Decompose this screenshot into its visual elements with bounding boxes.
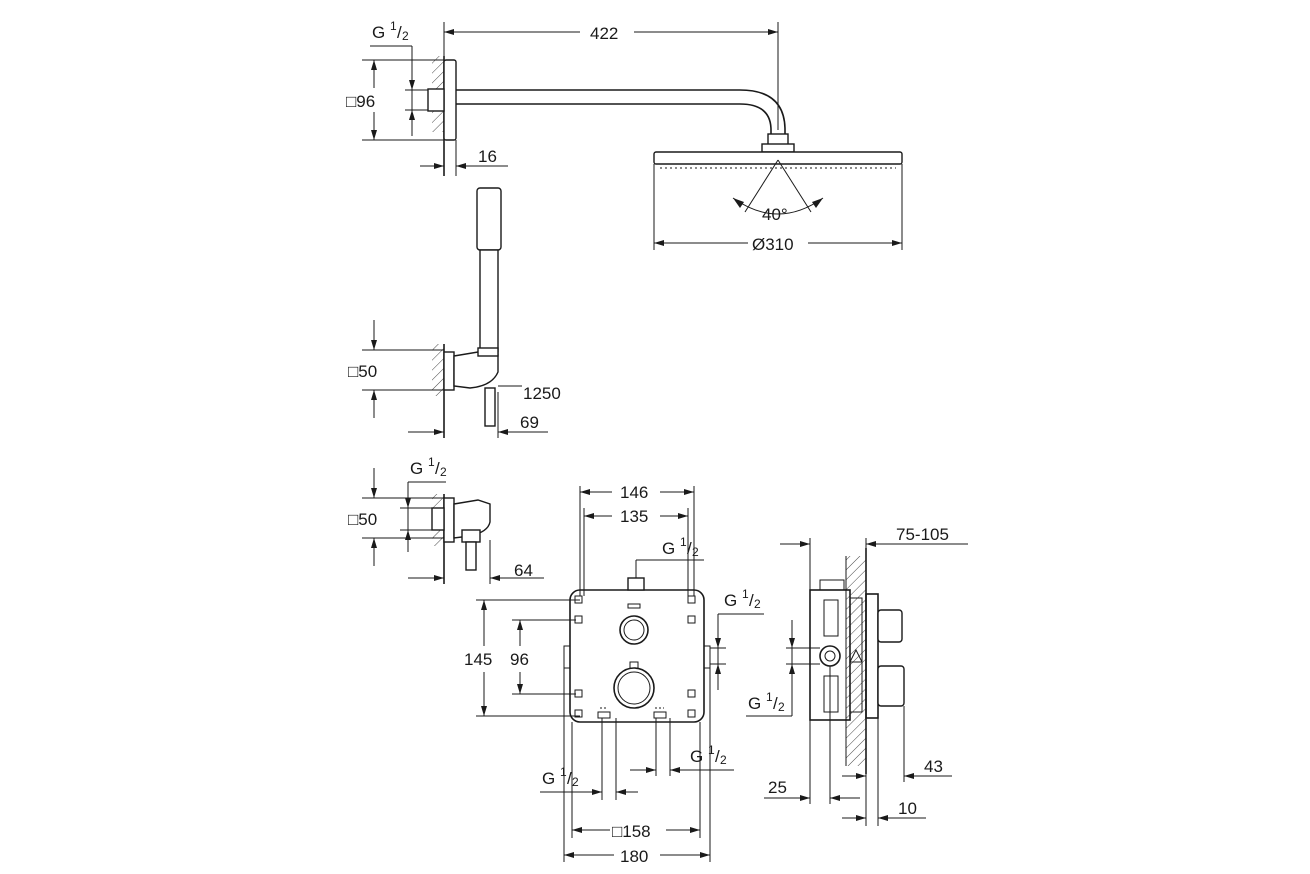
svg-text:/: /	[397, 23, 402, 42]
svg-text:G: G	[724, 591, 737, 610]
height-inner-label: 96	[510, 650, 529, 669]
height-outer-label: 145	[464, 650, 492, 669]
wall-hatch	[432, 344, 444, 396]
svg-text:1: 1	[708, 743, 715, 757]
handle-projection-label: 43	[924, 757, 943, 776]
svg-text:2: 2	[440, 465, 447, 479]
top-outlet	[627, 577, 645, 591]
valve-body	[569, 589, 705, 723]
svg-text:G: G	[690, 747, 703, 766]
thread-label: G	[372, 23, 385, 42]
svg-text:2: 2	[692, 545, 699, 559]
plate-thickness-label: 10	[898, 799, 917, 818]
outlet-nozzle	[461, 529, 481, 543]
flange-square-label: □96	[346, 92, 375, 111]
wall-offset-label: 16	[478, 147, 497, 166]
thermostat-dial	[613, 667, 655, 709]
width-outer-label: 146	[620, 483, 648, 502]
width-inner-label: 135	[620, 507, 648, 526]
svg-text:2: 2	[572, 775, 579, 789]
plate-width-label: 180	[620, 847, 648, 866]
svg-text:1: 1	[390, 19, 397, 33]
svg-text:G: G	[542, 769, 555, 788]
hand-shower-view: □50 1250 69	[348, 187, 561, 438]
wall-flange	[443, 59, 457, 141]
outlet-square-label: □50	[348, 510, 377, 529]
svg-text:1: 1	[680, 535, 687, 549]
outlet-inlet	[431, 507, 445, 531]
side-outlet	[819, 645, 841, 667]
holder-projection-label: 69	[520, 413, 539, 432]
shower-head-view: 40° 422 G 1 / 2 □96 16	[346, 19, 903, 254]
thermostat-knob	[877, 665, 905, 707]
svg-text:G: G	[748, 694, 761, 713]
hand-shower	[476, 187, 502, 251]
plate-square-label: □158	[612, 822, 651, 841]
svg-text:1: 1	[428, 455, 435, 469]
cover-plate	[865, 593, 879, 719]
svg-text:2: 2	[402, 29, 409, 43]
holder-square-label: □50	[348, 362, 377, 381]
hose-length-label: 1250	[523, 384, 561, 403]
wall-outlet-view: G 1 / 2 □50 64	[348, 455, 544, 584]
svg-text:G: G	[410, 459, 423, 478]
svg-text:1: 1	[742, 587, 749, 601]
valve-side-view: 75-105 G 1 / 2 43 25 10	[746, 525, 968, 826]
svg-text:/: /	[715, 747, 720, 766]
wall-hatch	[846, 556, 866, 766]
svg-text:1: 1	[766, 690, 773, 704]
svg-text:2: 2	[720, 753, 727, 767]
rain-shower-head	[653, 151, 903, 165]
head-diameter-label: Ø310	[752, 235, 794, 254]
spray-angle-label: 40°	[762, 205, 788, 224]
rough-depth-label: 25	[768, 778, 787, 797]
svg-text:/: /	[687, 539, 692, 558]
arm-length-label: 422	[590, 24, 618, 43]
svg-text:/: /	[435, 459, 440, 478]
install-depth-label: 75-105	[896, 525, 949, 544]
diverter-dial	[619, 615, 649, 645]
diverter-knob	[877, 609, 903, 643]
svg-text:2: 2	[754, 597, 761, 611]
svg-text:2: 2	[778, 700, 785, 714]
hand-shower-holder	[453, 351, 499, 389]
outlet-projection-label: 64	[514, 561, 533, 580]
shower-arm	[456, 89, 786, 136]
valve-front-view: 146 135 G 1 / 2 G 1 / 2 145	[464, 483, 764, 866]
inlet-connector	[427, 88, 445, 112]
svg-text:/: /	[749, 591, 754, 610]
svg-text:/: /	[773, 694, 778, 713]
svg-text:G: G	[662, 539, 675, 558]
svg-text:/: /	[567, 769, 572, 788]
